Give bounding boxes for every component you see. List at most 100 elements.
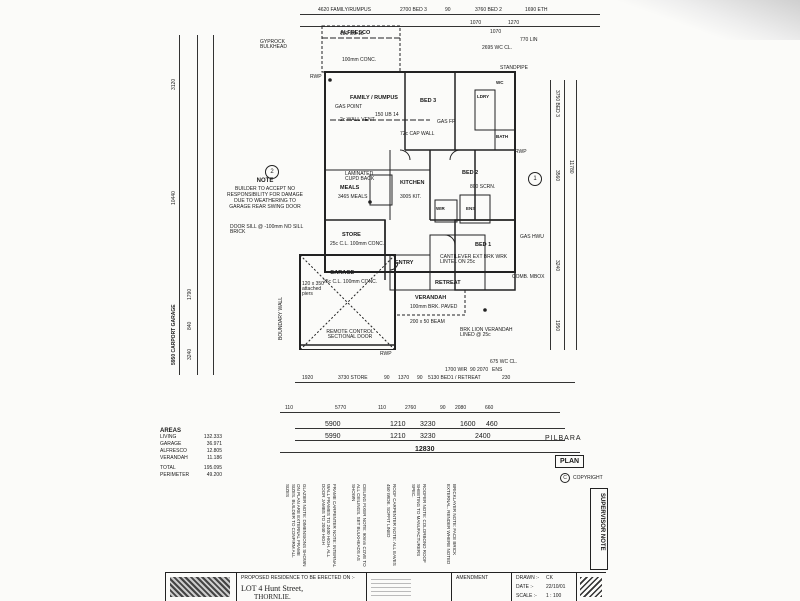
area-label: GARAGE	[160, 441, 182, 447]
label-beam: 150 UB 14	[375, 112, 399, 118]
bdim-3230a: 3230	[420, 421, 436, 428]
room-bed3: BED 3	[420, 98, 437, 104]
copyright-icon: C	[560, 473, 570, 483]
area-label: PERIMETER	[160, 472, 190, 478]
title-proposed: PROPOSED RESIDENCE TO BE ERECTED ON :-	[241, 575, 355, 581]
area-label: VERANDAH	[160, 455, 188, 461]
room-store: STORE	[342, 232, 361, 238]
left-dim-carport: 5950 CARPORT GARAGE	[171, 304, 177, 365]
bdim-2400: 2400	[475, 433, 491, 440]
room-ens: ENS	[466, 206, 476, 211]
bdim-460: 460	[486, 421, 498, 428]
builder-note: NOTE BUILDER TO ACCEPT NO RESPONSIBILITY…	[225, 178, 305, 210]
label-remote-door: REMOTE CONTROL SECTIONAL DOOR	[326, 329, 374, 340]
label-standpipe: STANDPIPE	[500, 65, 528, 71]
bdim-2080: 2080	[455, 405, 467, 411]
area-value: 36.971	[206, 441, 222, 447]
room-bath: BATH	[496, 134, 509, 139]
bdim-2760: 2760	[405, 405, 417, 411]
label-rwp-2: RWP	[515, 149, 527, 155]
top-dim-gap: 90	[445, 7, 451, 13]
bdim-store: 3730 STORE	[338, 375, 368, 381]
label-comb-mbox: COMB. MBOX	[512, 274, 545, 280]
plan-label: PLAN	[555, 455, 585, 468]
amendment-scribble	[371, 578, 411, 596]
label-wall-vent: 2c WALL VENT	[340, 117, 375, 123]
bdim-ens: ENS	[492, 367, 503, 373]
floor-plan-walls	[299, 25, 516, 350]
title-suburb: THORNLIE.	[254, 593, 291, 601]
left-dimension-strings: 3120 10440 1790 840 3240 5950 CARPORT GA…	[165, 35, 225, 375]
label-laminated: LAMINATED CUPD BACK	[345, 171, 375, 182]
bdim-3230b: 3230	[420, 433, 436, 440]
top-dim-ub: 180 UB 18	[340, 31, 364, 37]
bdim-1600: 1600	[460, 421, 476, 428]
room-ldry: LDRY	[477, 94, 490, 99]
room-retreat: RETREAT	[435, 280, 461, 286]
bdim-90b: 90	[417, 375, 423, 381]
area-label: ALFRESCO	[160, 448, 187, 454]
trade-note-column: ROOF CARPENTER NOTE: ALL EAVES 450 WIDE.…	[386, 484, 398, 566]
title-scale-val: 1 : 100	[546, 593, 562, 599]
top-dim-lin: 770 LIN	[520, 37, 538, 43]
label-cantilever: CANTILEVER EXT BRK WRK LINTEL ON 25c	[440, 254, 508, 265]
bottom-extra: 675 WC CL.	[490, 359, 518, 365]
title-drawn-label: DRAWN :-	[516, 575, 540, 581]
room-family: FAMILY / RUMPUS	[350, 95, 398, 101]
left-dim-3120: 3120	[171, 78, 177, 90]
left-dim-3240: 3240	[187, 348, 193, 360]
top-dim-bed2: 3760 BED 2	[475, 7, 502, 13]
floor-plan: ALFRESCO 100mm CONC. GYPROCK BULKHEAD FA…	[230, 20, 545, 357]
bdim-2070: 2070	[477, 367, 489, 373]
bdim-90c: 90	[470, 367, 476, 373]
bdim-90a: 90	[384, 375, 390, 381]
supervisor-note: SUPERVISOR NOTE	[599, 493, 605, 551]
supervisor-note-box: SUPERVISOR NOTE	[590, 488, 608, 570]
left-dim-840: 840	[187, 321, 193, 330]
bottom-dimensions: 675 WC CL. 1920 3730 STORE 90 1370 90 51…	[280, 360, 580, 455]
room-bed1: BED 1	[475, 242, 492, 248]
bdim-1920: 1920	[302, 375, 314, 381]
label-screen: 800 SCRN.	[470, 184, 496, 190]
top-dim-1070a: 1070	[470, 20, 482, 26]
bdim-1370: 1370	[398, 375, 410, 381]
label-verandah-note: BRK LION VERANDAH LINED @ 25c	[460, 327, 513, 338]
label-meals-dim: 3465 MEALS	[338, 194, 368, 200]
copyright-row: C COPYRIGHT	[560, 473, 603, 483]
label-gas-point: GAS POINT	[335, 104, 363, 110]
top-dim-eth: 1690 ETH	[525, 7, 548, 13]
note-text: BUILDER TO ACCEPT NO RESPONSIBILITY FOR …	[226, 186, 304, 210]
label-alfresco-slab: 100mm CONC.	[342, 57, 377, 63]
bdim-retreat: 5130 BED1 / RETREAT	[428, 375, 481, 381]
top-dim-bed3: 2700 BED 3	[400, 7, 427, 13]
label-piers: 120 x 350 attached piers	[302, 281, 324, 297]
right-dim-3240: 3240	[554, 260, 560, 272]
label-door-sill: DOOR SILL @ -100mm NO SILL BRICK	[230, 224, 304, 235]
area-label: TOTAL	[160, 465, 176, 471]
bdim-660: 660	[485, 405, 494, 411]
section-marker-2: 2	[265, 165, 279, 179]
label-boundary-wall: BOUNDARY WALL	[278, 297, 284, 340]
note-title: NOTE	[256, 178, 274, 184]
bdim-110b: 110	[378, 405, 386, 411]
room-bed2: BED 2	[462, 170, 479, 176]
right-dim-bed3: 3750 BED 3	[554, 90, 560, 117]
area-value: 132.333	[203, 434, 222, 440]
right-dim-11780: 11780	[568, 160, 574, 174]
left-dim-1790: 1790	[187, 288, 193, 300]
areas-title: AREAS	[160, 428, 182, 434]
top-dim-wc: 2695 WC CL.	[482, 45, 513, 51]
bdim-110a: 110	[285, 405, 293, 411]
bdim-wir: 1700 WIR	[445, 367, 468, 373]
label-gas-fp: GAS FP	[437, 119, 456, 125]
trade-note-column: BRICKLAYER NOTE: FACE BRICK EXTERNAL. RE…	[446, 484, 458, 565]
trade-note-column: CEILING FIXER NOTE: 90mm COVE TO ALL CEI…	[351, 484, 367, 567]
top-dim-1270: 1270	[508, 20, 520, 26]
